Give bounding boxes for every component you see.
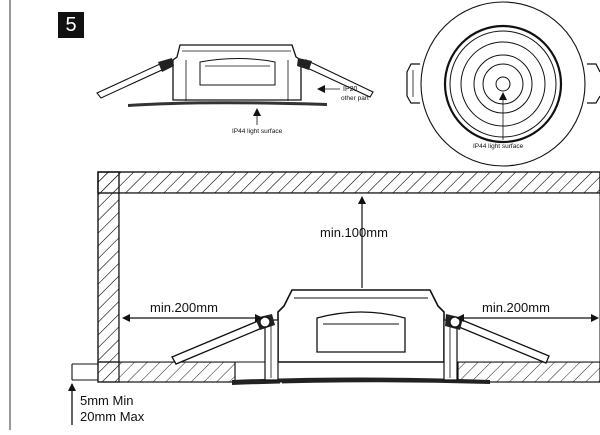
- min-right-label: min.200mm: [482, 300, 550, 315]
- side-view-left-spring: [96, 63, 165, 99]
- min-left-label: min.200mm: [150, 300, 218, 315]
- clearance-dimensions: [68, 196, 599, 425]
- side-view-ip44-label: IP44 light surface: [232, 128, 283, 135]
- top-view-fixture: IP44 light surface: [406, 1, 600, 167]
- side-view-other-part-label: other part: [341, 95, 369, 102]
- min-top-label: min.100mm: [320, 225, 388, 240]
- side-view-flange: [128, 101, 327, 107]
- ceiling-board-left: [97, 361, 236, 383]
- top-view-right-clamp: [587, 63, 600, 73]
- step-number-badge: 5: [58, 12, 84, 38]
- side-view-right-spring: [302, 59, 374, 98]
- side-view-ip20-label: IP20: [343, 86, 358, 93]
- installed-fixture-flange: [232, 377, 490, 385]
- top-view-ip44-label: IP44 light surface: [473, 143, 524, 150]
- top-view-left-clamp: [406, 63, 420, 104]
- ceiling-max-label: 20mm Max: [80, 409, 145, 424]
- ceiling-min-label: 5mm Min: [80, 393, 133, 408]
- ceiling-board-right: [457, 361, 600, 383]
- top-view-lens: [495, 76, 511, 92]
- installed-fixture: [171, 289, 550, 385]
- side-view-fixture: IP20 other part IP44 light surface: [96, 44, 374, 135]
